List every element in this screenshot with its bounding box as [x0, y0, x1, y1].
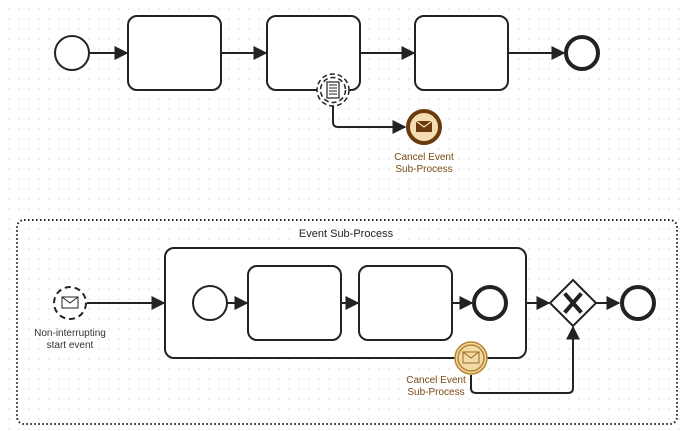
envelope-icon — [61, 296, 79, 309]
inner-task-2[interactable] — [358, 265, 453, 341]
conditional-boundary-event[interactable] — [316, 73, 350, 107]
task-3[interactable] — [414, 15, 509, 91]
task-1[interactable] — [127, 15, 222, 91]
end-event[interactable] — [620, 285, 656, 321]
cancel-event-label: Cancel Event — [394, 152, 454, 163]
event-subprocess-container[interactable] — [16, 219, 678, 425]
document-icon — [326, 81, 340, 99]
event-subprocess-title: Event Sub-Process — [299, 228, 394, 240]
start-event-label: start event — [47, 340, 94, 351]
cancel-boundary-label: Cancel Event — [406, 375, 466, 386]
cancel-boundary-event[interactable] — [454, 341, 488, 375]
task-2[interactable] — [266, 15, 361, 91]
sequence-flow[interactable] — [332, 106, 407, 134]
top-process: Cancel Event Sub-Process — [54, 15, 600, 175]
cancel-event-label: Sub-Process — [395, 164, 452, 175]
exclusive-gateway[interactable] — [548, 278, 598, 328]
event-subprocess: Event Sub-Process Non-interrupting start… — [16, 219, 678, 425]
x-icon — [563, 292, 583, 314]
inner-start-event[interactable] — [192, 285, 228, 321]
start-event[interactable] — [54, 35, 90, 71]
cancel-boundary-label: Sub-Process — [407, 387, 464, 398]
envelope-icon — [415, 120, 433, 132]
inner-end-event[interactable] — [472, 285, 508, 321]
end-event[interactable] — [564, 35, 600, 71]
sequence-flow[interactable] — [470, 325, 580, 394]
inner-task-1[interactable] — [247, 265, 342, 341]
cancel-event[interactable] — [406, 109, 442, 145]
non-interrupting-start-event[interactable] — [53, 286, 87, 320]
envelope-icon — [462, 351, 480, 364]
start-event-label: Non-interrupting — [34, 328, 106, 339]
